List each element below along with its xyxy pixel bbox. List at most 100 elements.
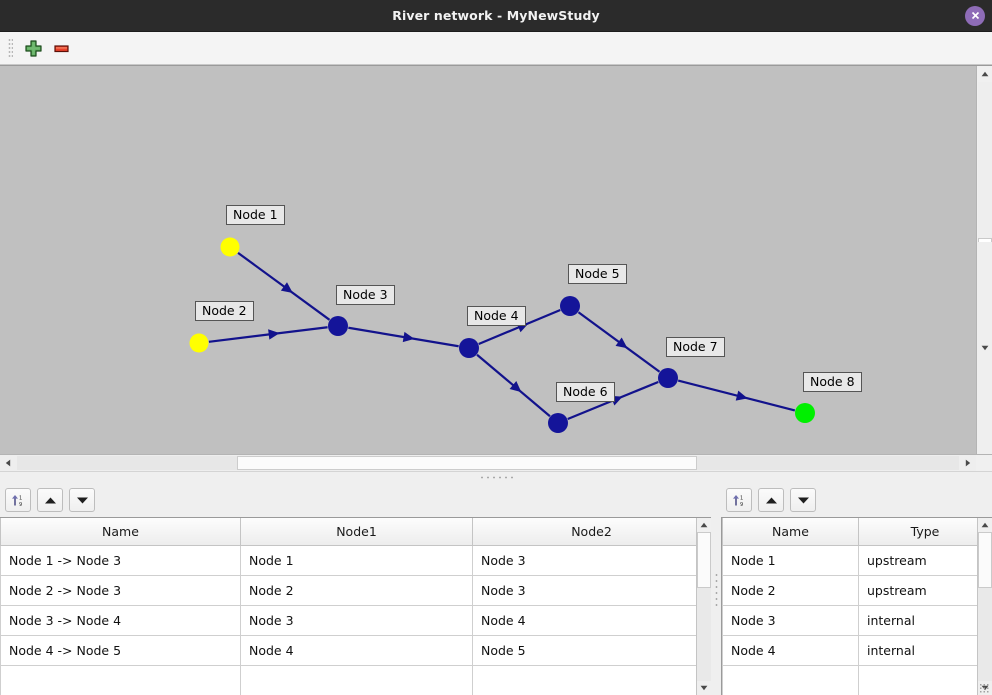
table-cell[interactable]: Node 4 bbox=[241, 636, 473, 666]
table-cell[interactable] bbox=[723, 666, 859, 695]
graph-node-node-6[interactable] bbox=[548, 413, 568, 433]
table-cell[interactable]: Node 4 bbox=[473, 606, 711, 636]
reaches-table-scrollbar[interactable] bbox=[696, 518, 711, 695]
column-header[interactable]: Node1 bbox=[241, 518, 473, 546]
nodes-table-scrollbar[interactable] bbox=[977, 518, 992, 695]
graph-edge[interactable] bbox=[678, 381, 795, 411]
add-node-button[interactable] bbox=[19, 34, 47, 62]
graph-node-label-node-4[interactable]: Node 4 bbox=[467, 306, 526, 326]
table-cell[interactable]: Node 1 -> Node 3 bbox=[1, 546, 241, 576]
table-cell[interactable]: Node 3 bbox=[241, 606, 473, 636]
graph-edge[interactable] bbox=[348, 328, 458, 347]
sort-button[interactable]: 1 9 bbox=[726, 488, 752, 512]
graph-node-label-node-2[interactable]: Node 2 bbox=[195, 301, 254, 321]
scroll-up-icon[interactable] bbox=[697, 518, 711, 532]
graph-node-node-7[interactable] bbox=[658, 368, 678, 388]
table-cell[interactable]: Node 3 -> Node 4 bbox=[1, 606, 241, 636]
graph-horizontal-scroll-thumb[interactable] bbox=[237, 456, 697, 470]
vertical-splitter[interactable] bbox=[711, 483, 721, 695]
table-row[interactable] bbox=[1, 666, 711, 695]
table-cell[interactable]: Node 2 bbox=[241, 576, 473, 606]
scroll-right-icon[interactable] bbox=[960, 455, 976, 471]
table-cell[interactable] bbox=[1, 666, 241, 695]
move-down-button[interactable] bbox=[69, 488, 95, 512]
graph-node-node-2[interactable] bbox=[190, 334, 209, 353]
window-resize-grip[interactable] bbox=[979, 683, 989, 693]
river-network-graph[interactable]: Node 1 Node 2 Node 3 Node 4 Node 5 Node 6 Node… bbox=[0, 65, 992, 454]
table-cell[interactable]: upstream bbox=[859, 546, 992, 576]
table-cell[interactable]: Node 4 bbox=[723, 636, 859, 666]
table-cell[interactable]: internal bbox=[859, 636, 992, 666]
graph-node-label-node-3[interactable]: Node 3 bbox=[336, 285, 395, 305]
scroll-down-icon[interactable] bbox=[977, 242, 992, 454]
toolbar-drag-handle[interactable] bbox=[8, 38, 13, 58]
svg-text:1: 1 bbox=[19, 495, 22, 501]
graph-node-node-3[interactable] bbox=[328, 316, 348, 336]
graph-node-label-node-1[interactable]: Node 1 bbox=[226, 205, 285, 225]
column-header[interactable]: Name bbox=[1, 518, 241, 546]
table-cell[interactable]: Node 2 bbox=[723, 576, 859, 606]
table-scroll-thumb[interactable] bbox=[697, 532, 711, 588]
sort-button[interactable]: 1 9 bbox=[5, 488, 31, 512]
table-cell[interactable]: upstream bbox=[859, 576, 992, 606]
scroll-up-icon[interactable] bbox=[978, 518, 992, 532]
graph-canvas[interactable] bbox=[0, 66, 975, 454]
graph-node-label-node-6[interactable]: Node 6 bbox=[556, 382, 615, 402]
remove-node-button[interactable] bbox=[47, 34, 75, 62]
graph-node-node-1[interactable] bbox=[221, 238, 240, 257]
graph-node-node-5[interactable] bbox=[560, 296, 580, 316]
table-row[interactable] bbox=[723, 666, 992, 695]
table-cell[interactable]: Node 3 bbox=[473, 576, 711, 606]
graph-node-label-node-8[interactable]: Node 8 bbox=[803, 372, 862, 392]
table-cell[interactable]: Node 1 bbox=[241, 546, 473, 576]
graph-node-node-4[interactable] bbox=[459, 338, 479, 358]
graph-node-label-node-7[interactable]: Node 7 bbox=[666, 337, 725, 357]
move-up-button[interactable] bbox=[37, 488, 63, 512]
move-up-button[interactable] bbox=[758, 488, 784, 512]
table-cell[interactable] bbox=[241, 666, 473, 695]
graph-node-label-node-5[interactable]: Node 5 bbox=[568, 264, 627, 284]
window-title: River network - MyNewStudy bbox=[392, 8, 600, 23]
graph-horizontal-scrollbar[interactable] bbox=[0, 454, 992, 471]
table-cell[interactable]: Node 1 bbox=[723, 546, 859, 576]
table-cell[interactable]: Node 4 -> Node 5 bbox=[1, 636, 241, 666]
column-header[interactable]: Type bbox=[859, 518, 992, 546]
move-down-button[interactable] bbox=[790, 488, 816, 512]
horizontal-splitter[interactable] bbox=[0, 471, 992, 483]
scroll-down-icon[interactable] bbox=[697, 681, 711, 695]
table-cell[interactable]: Node 3 bbox=[723, 606, 859, 636]
column-header[interactable]: Name bbox=[723, 518, 859, 546]
scroll-left-icon[interactable] bbox=[0, 455, 16, 471]
table-cell[interactable]: Node 3 bbox=[473, 546, 711, 576]
table-cell[interactable] bbox=[859, 666, 992, 695]
table-cell[interactable]: internal bbox=[859, 606, 992, 636]
table-scroll-thumb[interactable] bbox=[978, 532, 992, 588]
table-cell[interactable] bbox=[473, 666, 711, 695]
graph-vertical-scrollbar[interactable] bbox=[976, 66, 992, 454]
column-header[interactable]: Node2 bbox=[473, 518, 711, 546]
close-icon[interactable] bbox=[965, 6, 985, 26]
graph-node-node-8[interactable] bbox=[795, 403, 815, 423]
scrollbar-track-upper[interactable] bbox=[978, 82, 992, 238]
table-cell[interactable]: Node 2 -> Node 3 bbox=[1, 576, 241, 606]
scroll-up-icon[interactable] bbox=[977, 66, 992, 82]
table-cell[interactable]: Node 5 bbox=[473, 636, 711, 666]
